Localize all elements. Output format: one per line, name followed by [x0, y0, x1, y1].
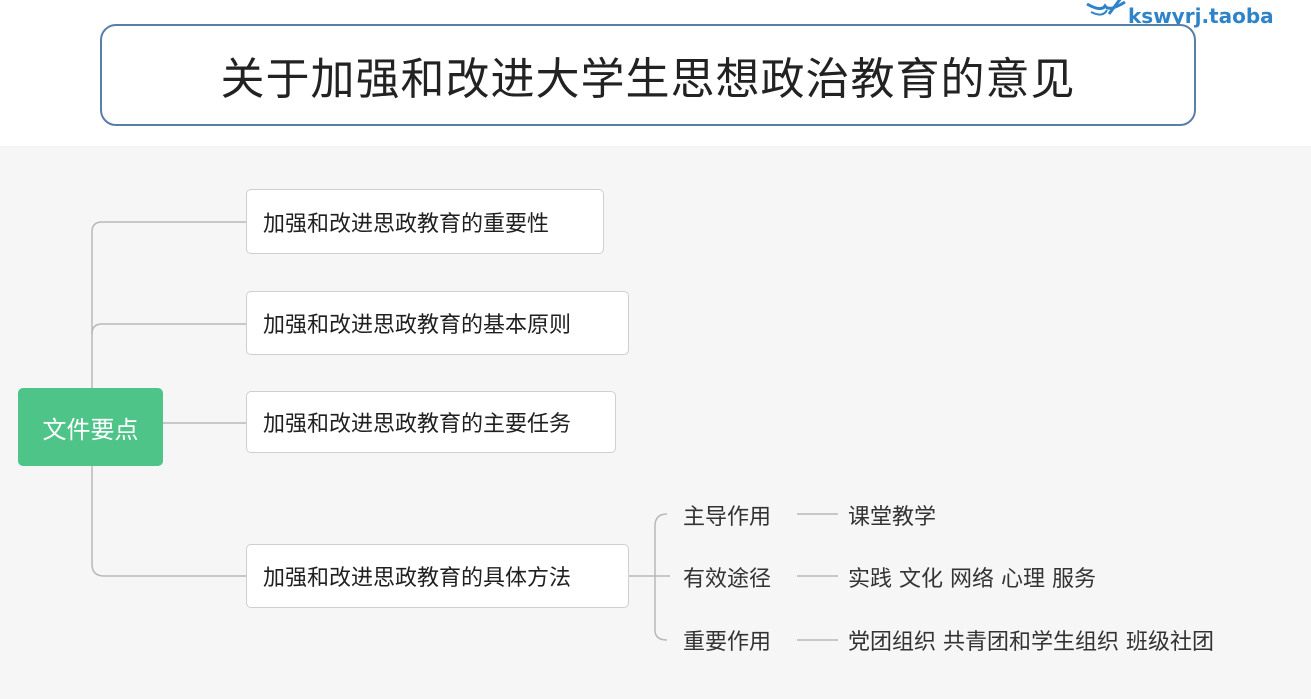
- method-leading-role: 主导作用: [683, 505, 772, 530]
- method-effective-path: 有效途径: [683, 567, 772, 592]
- title-box: 关于加强和改进大学生思想政治教育的意见: [100, 24, 1196, 126]
- method-effective-path-detail: 实践 文化 网络 心理 服务: [848, 567, 1096, 592]
- root-node: 文件要点: [18, 388, 163, 466]
- page-title: 关于加强和改进大学生思想政治教育的意见: [220, 54, 1076, 105]
- method-important-role-detail: 党团组织 共青团和学生组织 班级社团: [848, 630, 1214, 655]
- branch-importance: 加强和改进思政教育的重要性: [246, 189, 604, 254]
- branch-principles: 加强和改进思政教育的基本原则: [246, 291, 629, 355]
- watermark: kswyrj.taoba: [1081, 0, 1311, 28]
- mindmap-canvas: 文件要点 加强和改进思政教育的重要性 加强和改进思政教育的基本原则 加强和改进思…: [0, 146, 1311, 699]
- branch-tasks: 加强和改进思政教育的主要任务: [246, 391, 616, 453]
- branch-methods: 加强和改进思政教育的具体方法: [246, 544, 629, 608]
- book-logo-icon: [1086, 0, 1126, 16]
- connector-lines: [91, 221, 838, 641]
- method-important-role: 重要作用: [683, 630, 772, 655]
- method-leading-role-detail: 课堂教学: [848, 505, 937, 530]
